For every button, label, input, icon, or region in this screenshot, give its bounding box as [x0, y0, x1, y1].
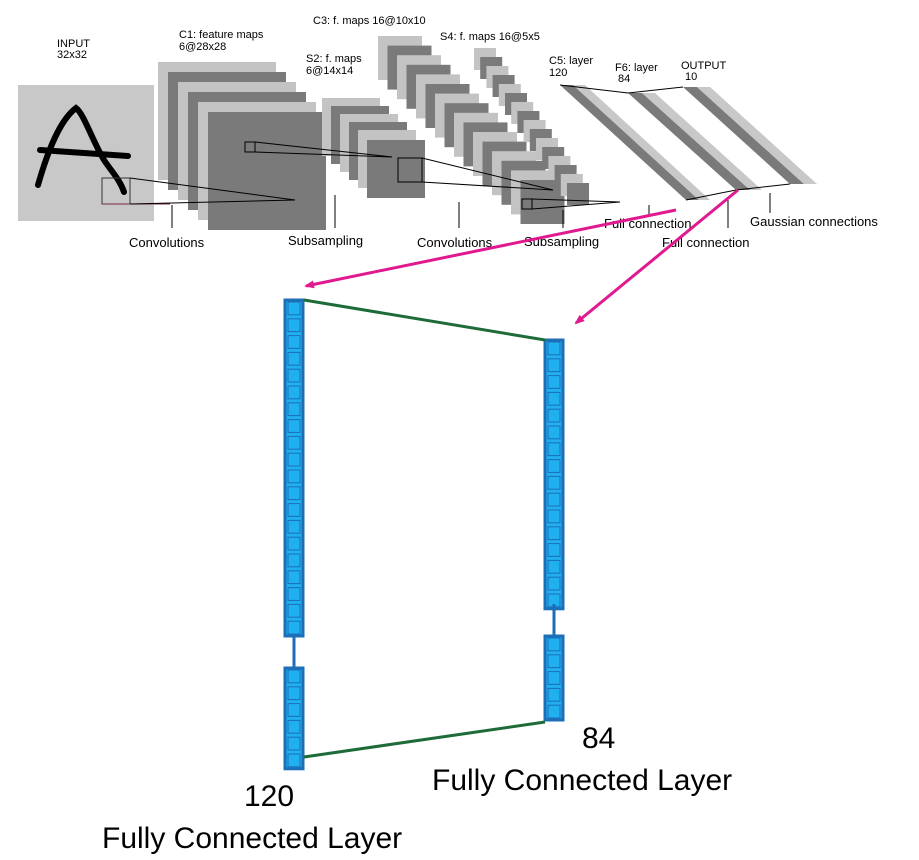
fc-120-neuron: [287, 553, 301, 568]
s2-receptive-field: [397, 157, 423, 183]
fc-120-neuron: [287, 452, 301, 467]
fc-84-neuron: [547, 391, 561, 406]
fc-120-neuron: [287, 469, 301, 484]
f6-name: F6: layer: [615, 62, 658, 74]
fc-84-neuron: [547, 687, 561, 702]
c5-size: 120: [549, 67, 567, 79]
fc-120-neuron: [287, 503, 301, 517]
fc-120-neuron: [287, 686, 301, 701]
fc-120-neuron: [287, 669, 301, 684]
fc-120-neuron: [287, 435, 301, 450]
fc-120-neuron: [287, 587, 301, 601]
op-gaussian-connections: Gaussian connections: [750, 214, 878, 229]
output-layer-edge: [697, 87, 817, 184]
fc-84-neuron: [547, 671, 561, 685]
fc-84-neuron: [547, 492, 561, 507]
op-convolutions-1: Convolutions: [129, 235, 205, 250]
c1-feature-maps: [158, 62, 326, 230]
fc-120-label: Fully Connected Layer: [102, 822, 402, 855]
c1-name: C1: feature maps: [179, 29, 264, 41]
fc-84-neuron: [547, 475, 561, 490]
fc-120-neuron: [287, 519, 301, 534]
op-subsampling-1: Subsampling: [288, 233, 363, 248]
callout-arrow-c5: [304, 208, 677, 289]
fc-120-neuron: [287, 603, 301, 618]
s2-name: S2: f. maps: [306, 53, 362, 65]
fc-120-neuron: [287, 402, 301, 417]
input-name: INPUT: [57, 38, 90, 50]
fc-84-label: Fully Connected Layer: [432, 764, 732, 797]
fc-84-neuron: [547, 576, 561, 591]
fc-84-neuron: [547, 408, 561, 423]
fc-top-connection: [303, 298, 546, 342]
fc-84-neuron: [547, 375, 561, 389]
fc-84-neuron: [547, 509, 561, 524]
c1-size: 6@28x28: [179, 41, 226, 53]
fc-120-neuron: [287, 318, 301, 333]
c1-receptive-field: [244, 141, 256, 153]
fc-120-neuron: [287, 486, 301, 501]
c5-layer-edge: [573, 85, 710, 200]
fc-120-neuron: [287, 753, 301, 768]
fc-84-neuron: [547, 704, 561, 719]
fc-layer-120-column: [283, 298, 305, 771]
handwritten-a-glyph: [35, 104, 127, 195]
s2-feature-maps: [322, 98, 425, 198]
fc-120-neuron: [287, 419, 301, 433]
fc-84-neuron: [547, 442, 561, 457]
f6-layer: [628, 93, 750, 190]
fc-120-count: 120: [244, 780, 294, 813]
fc-120-neuron: [287, 368, 301, 383]
connection-cones: [129, 141, 621, 210]
f6-layer-edge: [642, 93, 762, 190]
handwritten-a-crossbar: [37, 147, 131, 159]
fc-bottom-connection: [303, 720, 546, 759]
fc-84-neuron: [547, 425, 561, 440]
op-full-connection-2: Full connection: [662, 235, 749, 250]
fc-120-neuron: [287, 736, 301, 751]
output-layer: [683, 87, 804, 184]
s2-size: 6@14x14: [306, 65, 353, 77]
s4-feature-map: [567, 183, 589, 205]
input-size: 32x32: [57, 49, 87, 61]
fc-layer-84-column: [543, 338, 565, 722]
fc-84-neuron: [547, 654, 561, 669]
fc-84-neuron: [547, 559, 561, 574]
output-size: 10: [685, 71, 697, 83]
callout-arrow-f6: [574, 188, 739, 325]
fc-120-neuron: [287, 351, 301, 366]
fc-120-neuron: [287, 536, 301, 551]
fc-120-neuron: [287, 301, 301, 316]
fc-84-neuron: [547, 358, 561, 373]
f6-size: 84: [618, 73, 630, 85]
fc-120-segment: [283, 298, 305, 638]
fc-84-neuron: [547, 341, 561, 356]
op-convolutions-2: Convolutions: [417, 235, 493, 250]
operation-ticks: [171, 193, 771, 228]
fc-120-neuron: [287, 570, 301, 585]
output-name: OUTPUT: [681, 60, 727, 72]
c5-layer: [560, 85, 699, 200]
fc-84-count: 84: [582, 722, 615, 755]
fc-120-neuron: [287, 719, 301, 734]
c3-feature-maps: [378, 36, 565, 224]
fc-84-neuron: [547, 543, 561, 557]
fc-120-neuron: [287, 335, 301, 349]
fc-120-neuron: [287, 620, 301, 635]
fc-120-neuron: [287, 703, 301, 717]
c3-receptive-field: [521, 198, 533, 210]
fc-120-neuron: [287, 385, 301, 400]
fc-84-neuron: [547, 526, 561, 541]
c5-name: C5: layer: [549, 55, 593, 67]
fc-84-neuron: [547, 459, 561, 473]
fc-84-neuron: [547, 637, 561, 652]
c3-name: C3: f. maps 16@10x10: [313, 15, 426, 27]
s4-name: S4: f. maps 16@5x5: [440, 31, 540, 43]
s4-feature-maps: [474, 48, 589, 205]
op-subsampling-2: Subsampling: [524, 234, 599, 249]
